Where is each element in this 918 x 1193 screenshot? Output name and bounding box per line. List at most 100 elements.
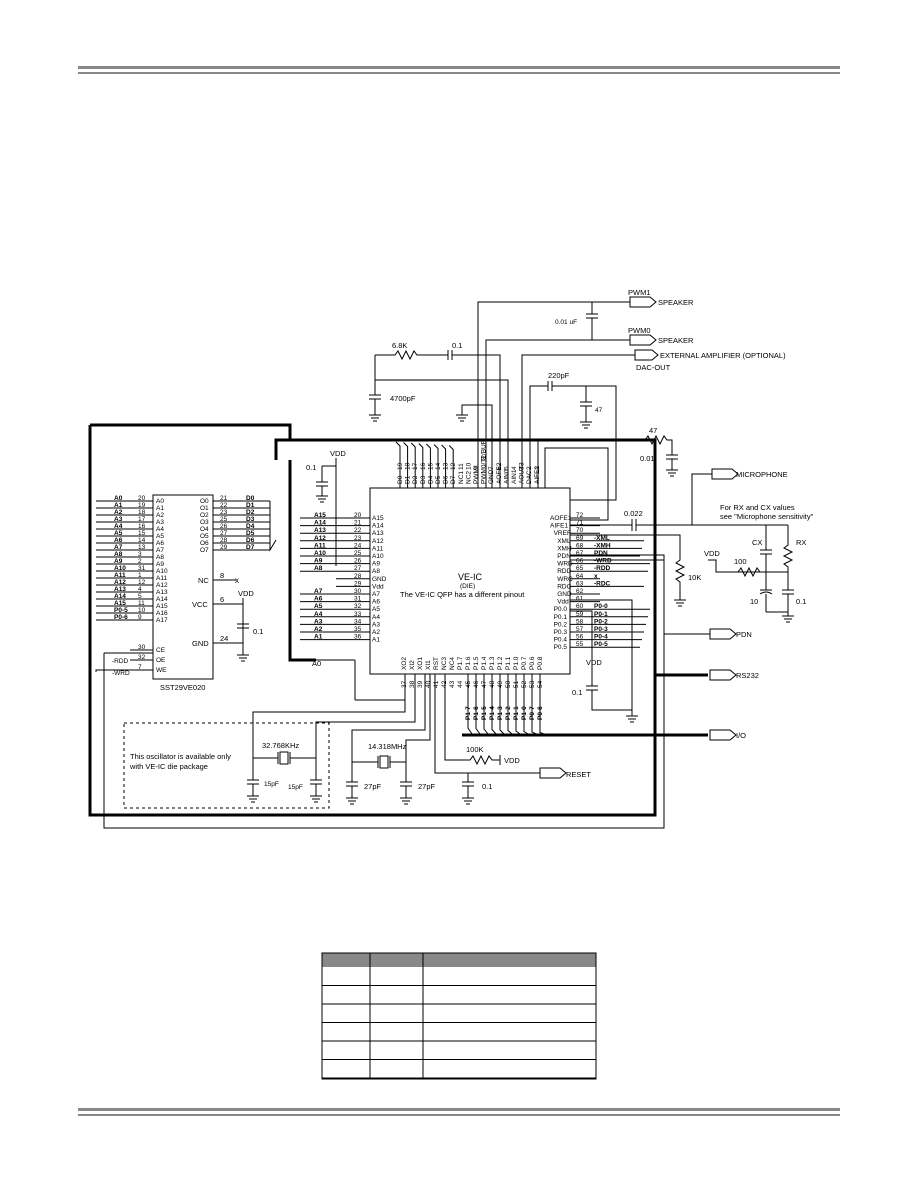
main-right-net: P0-5 — [594, 641, 608, 648]
main-top-num: 18 — [405, 462, 412, 470]
flash-right-num: 28 — [220, 537, 228, 544]
rdd-return-wire — [103, 559, 665, 829]
main-right-net: x — [594, 573, 598, 580]
flash-right-pin: O2 — [200, 512, 209, 519]
main-left-num: 20 — [354, 512, 362, 519]
flash-right-net: D7 — [246, 544, 255, 551]
flash-left-net: A10 — [114, 565, 126, 572]
main-left-pin: A8 — [372, 568, 380, 575]
flash-left-net: A6 — [114, 537, 123, 544]
main-bottom-pin: NC4 — [449, 657, 456, 670]
main-bottom-pin: XI2 — [409, 660, 416, 670]
main-left-net: A15 — [314, 512, 326, 519]
reset-label: RESET — [566, 770, 591, 779]
main-bottom-net: P0-6 — [537, 706, 544, 720]
flash-ctrl-net: -WRD — [112, 670, 130, 677]
main-right-pin: PDN — [557, 553, 571, 560]
main-left-pin: A9 — [372, 561, 380, 568]
flash-ctrl-pin: WE — [156, 667, 167, 674]
main-top-num: 4 — [511, 466, 518, 470]
flash-left-net: A1 — [114, 502, 123, 509]
flash-left-pin: A10 — [156, 568, 168, 575]
flash-left-net: A7 — [114, 544, 123, 551]
c1-label: 0.1 — [452, 341, 462, 350]
flash-right-pin: O5 — [200, 533, 209, 540]
main-left-num: 33 — [354, 611, 362, 618]
r2-label: 47 — [649, 426, 657, 435]
main-top-pin: D7 — [450, 475, 457, 484]
flash-part-label: SST29VE020 — [160, 683, 205, 692]
main-bottom-pin: P1.0 — [513, 656, 520, 670]
main-right-pin: P0.2 — [554, 621, 568, 628]
main-right-pin: P0.0 — [554, 606, 568, 613]
main-top-pin: AIN0 — [503, 469, 510, 484]
main-right-num: 57 — [576, 626, 584, 633]
main-top-data-wire — [433, 444, 439, 488]
main-left-num: 35 — [354, 626, 362, 633]
main-bottom-wire — [515, 674, 521, 735]
blank-table — [321, 952, 597, 1080]
flash-left-num: 12 — [138, 579, 146, 586]
vdd-lower-cap: 0.1 — [572, 688, 582, 697]
main-bottom-pin: RST — [433, 657, 440, 670]
main-top-num: 6 — [496, 466, 503, 470]
flash-left-net: P0-5 — [114, 607, 128, 614]
flash-left-num: 20 — [138, 495, 146, 502]
main-left-num: 29 — [354, 580, 362, 587]
vdd-top-label: VDD — [330, 449, 346, 458]
flash-left-num: 10 — [138, 607, 146, 614]
main-top-num: 16 — [420, 462, 427, 470]
main-bottom-wire — [507, 674, 513, 735]
main-bottom-num: 39 — [417, 680, 424, 688]
main-left-pin: A1 — [372, 637, 380, 644]
main-top-data-wire — [410, 442, 416, 488]
main-bottom-wire — [491, 674, 497, 735]
vdd-top-cap-value: 0.1 — [306, 463, 316, 472]
flash-vcc-num: 6 — [220, 595, 224, 604]
flash-right-num: 27 — [220, 530, 228, 537]
main-top-pin: NC2 — [465, 471, 472, 484]
main-right-num: 67 — [576, 550, 584, 557]
flash-left-pin: A2 — [156, 512, 164, 519]
main-right-num: 62 — [576, 588, 584, 595]
flash-left-pin: A17 — [156, 617, 168, 624]
c5-label: 0.01 — [640, 454, 655, 463]
osc-note-line1: This oscillator is available only — [130, 752, 231, 761]
io-label: I/O — [736, 731, 746, 740]
ext-amp-label: EXTERNAL AMPLIFIER (OPTIONAL) — [660, 351, 786, 360]
main-left-pin: A15 — [372, 515, 384, 522]
main-bottom-pin: P0.7 — [521, 656, 528, 670]
flash-left-pin: A7 — [156, 547, 164, 554]
flash-left-num: 9 — [138, 614, 142, 621]
flash-left-net: A12 — [114, 579, 126, 586]
flash-left-pin: A6 — [156, 540, 164, 547]
osc-c3-label: 27pF — [364, 782, 382, 791]
main-right-pin: RDC — [557, 583, 571, 590]
flash-left-num: 11 — [138, 600, 145, 607]
main-top-pin: AOFE2 — [496, 462, 503, 484]
main-right-pin: XMH — [557, 545, 572, 552]
main-left-net: A7 — [314, 588, 323, 595]
main-left-pin: A5 — [372, 606, 380, 613]
flash-right-pin: O0 — [200, 498, 209, 505]
ve-ic-title: VE-IC — [458, 572, 483, 582]
main-top-num: 19 — [397, 462, 404, 470]
pdn-connector — [709, 628, 737, 640]
rs232-connector — [709, 669, 737, 681]
oscillator-section: This oscillator is available only with V… — [123, 674, 436, 809]
main-top-data-wire — [441, 444, 447, 488]
main-bottom-pin: XO1 — [417, 657, 424, 670]
dac-out-label: DAC-OUT — [636, 363, 671, 372]
flash-right-net: D0 — [246, 495, 255, 502]
main-top-num: 12 — [450, 462, 457, 470]
main-bottom-net: P1-5 — [481, 706, 488, 720]
flash-left-num: 3 — [138, 551, 142, 558]
main-right-pin: XML — [557, 538, 571, 545]
crystal-32k — [279, 751, 289, 765]
main-left-num: 22 — [354, 527, 362, 534]
pwm0-label: PWM0 — [628, 326, 651, 335]
main-left-pin: A10 — [372, 553, 384, 560]
main-right-num: 66 — [576, 558, 584, 565]
main-top-pin: D3 — [420, 475, 427, 484]
